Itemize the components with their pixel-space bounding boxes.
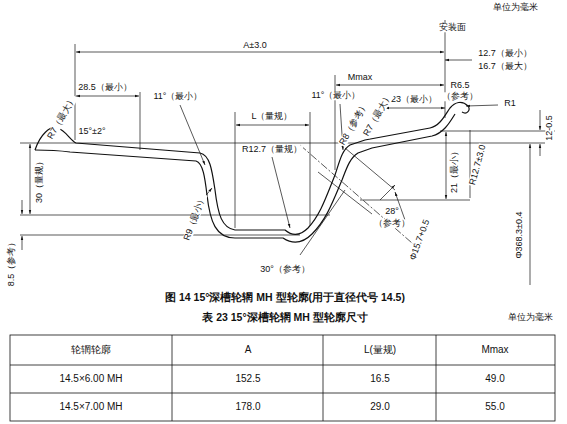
dimension: 8.5（参考） [7, 237, 16, 288]
valve-hole-lines [300, 145, 420, 255]
reference-note: （参考） [441, 92, 479, 101]
dimension: 23（最小） [390, 95, 438, 104]
dimension: 12.7（最小） [477, 49, 533, 58]
dimension: A±3.0 [242, 41, 267, 50]
radius: R12.7（量规） [241, 145, 303, 154]
dimension: 28.5（最小） [77, 83, 133, 92]
dimension-lines [20, 20, 555, 285]
dimension: 21（最小） [450, 146, 459, 194]
table-cell: 29.0 [369, 402, 390, 413]
table-cell: 152.5 [234, 374, 261, 385]
unit-note: 单位为毫米 [492, 3, 539, 12]
angle: 30°（参考） [259, 265, 311, 274]
dimension: 30（量规） [35, 156, 44, 204]
radius: R9（最小） [182, 193, 208, 243]
table-cell: 49.0 [484, 374, 505, 385]
angle: 28° [384, 207, 400, 216]
dimension: 16.7（最大） [477, 62, 533, 71]
angle: 15°±2° [77, 127, 106, 136]
radius: R12.7±3.0 [468, 143, 488, 187]
diameter: Φ15.7+0.5 [408, 217, 432, 262]
surface-note: 安装面 [438, 23, 467, 32]
table-cell: L(量规) [363, 345, 397, 356]
table-grid [10, 335, 555, 421]
dimension: Mmax [347, 73, 374, 82]
table-title: 表 23 15°深槽轮辋 MH 型轮廓尺寸 [201, 312, 369, 323]
table-cell: 55.0 [484, 402, 505, 413]
table-cell: 轮辋轮廓 [70, 345, 112, 356]
diameter: Φ368.3±0.4 [515, 210, 524, 259]
unit-note: 单位为毫米 [507, 313, 554, 322]
angle: 11°（最小） [311, 91, 362, 100]
figure-caption: 图 14 15°深槽轮辋 MH 型轮廓(用于直径代号 14.5) [164, 292, 406, 303]
table-cell: Mmax [480, 345, 509, 356]
radius: R6.5 [449, 81, 470, 90]
reference-note: （参考） [373, 219, 411, 228]
radius: R7（最大） [46, 94, 79, 142]
table-cell: 14.5×7.00 MH [58, 402, 123, 413]
table-cell: 16.5 [369, 374, 390, 385]
angle: 11°（最小） [153, 92, 204, 101]
table-cell: 178.0 [234, 402, 261, 413]
radius: R8（参考） [338, 100, 371, 148]
rim-outline [35, 102, 469, 242]
radius: R1 [503, 99, 517, 108]
radius: R7（最大） [362, 91, 395, 139]
dimension: L（量规） [250, 112, 293, 121]
table-cell: 14.5×6.00 MH [58, 374, 123, 385]
dimension: 12-0.5 [545, 114, 554, 142]
table-cell: A [244, 345, 253, 356]
